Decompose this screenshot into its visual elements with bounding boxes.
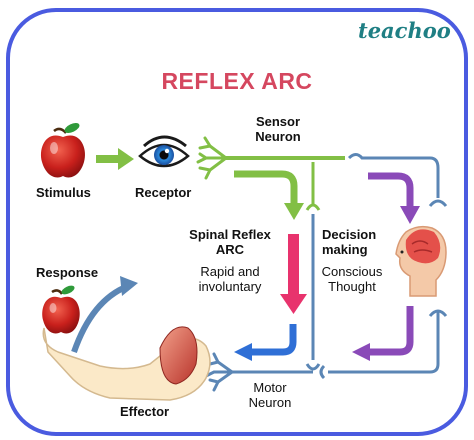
diagram-title: REFLEX ARC: [161, 68, 313, 94]
label-conscious-text: Conscious Thought: [321, 264, 383, 294]
pink-spinal-arrow: [288, 234, 299, 296]
response-arrow: [71, 283, 130, 353]
label-conscious: Conscious Thought: [314, 264, 390, 295]
sensor-neuron-to-brain: [347, 153, 440, 198]
arm-icon: [42, 326, 211, 401]
eye-icon: [138, 135, 190, 168]
apple-icon: [40, 123, 86, 178]
sensor-branch-green: [234, 170, 298, 204]
label-stimulus: Stimulus: [36, 185, 91, 200]
label-rapid-text: Rapid and involuntary: [198, 264, 262, 294]
label-motor-neuron: Motor Neuron: [238, 380, 302, 411]
motor-terminal-icon: [204, 352, 234, 392]
label-spinal-reflex-text: Spinal Reflex ARC: [189, 227, 271, 257]
outer-frame: [6, 8, 468, 436]
label-decision-text: Decision making: [322, 227, 377, 257]
label-sensor-neuron-text: Sensor Neuron: [255, 114, 301, 144]
label-receptor: Receptor: [135, 185, 192, 200]
brain-to-motor-line: [328, 312, 440, 374]
label-motor-neuron-text: Motor Neuron: [248, 380, 292, 410]
response-apple-icon: [42, 285, 80, 334]
brain-head-icon: [395, 225, 447, 297]
label-effector: Effector: [120, 404, 170, 419]
blue-spinal-arrow: [250, 324, 297, 356]
label-sensor-neuron: Sensor Neuron: [249, 114, 307, 145]
dendrite-icon: [196, 136, 228, 180]
brand-logo: teachoo: [358, 18, 451, 43]
purple-arrow-to-brain: [368, 172, 414, 208]
stimulus-to-receptor-arrow: [96, 148, 134, 170]
label-rapid: Rapid and involuntary: [180, 264, 280, 295]
label-response: Response: [36, 265, 99, 280]
label-spinal-reflex: Spinal Reflex ARC: [180, 227, 280, 258]
purple-arrow-from-brain: [368, 306, 414, 356]
green-arrow-head: [284, 203, 304, 220]
label-decision: Decision making: [322, 227, 377, 258]
